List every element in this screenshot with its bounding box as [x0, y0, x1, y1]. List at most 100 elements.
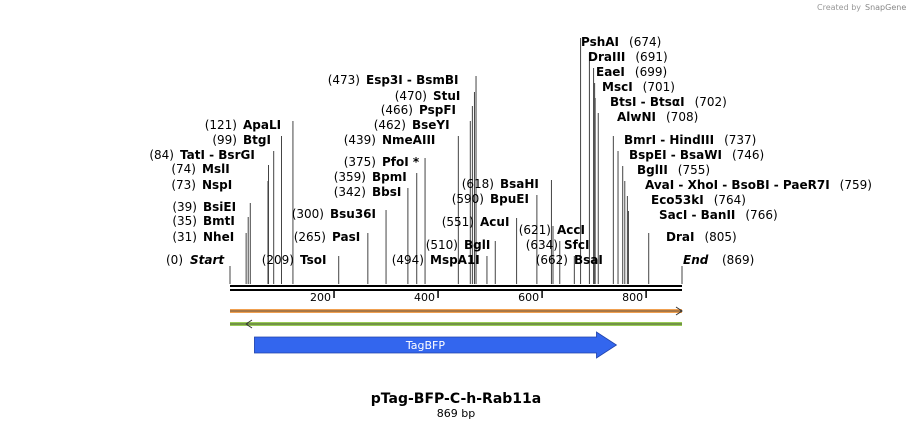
site-label[interactable]: AcuI(551) [442, 215, 510, 229]
feature-arrow[interactable]: TagBFP [254, 331, 618, 359]
site-label[interactable]: TatI - BsrGI(84) [149, 148, 254, 162]
site-name: BglII [637, 163, 668, 177]
site-label[interactable]: PfoI *(375) [344, 155, 420, 169]
site-name: BspEI - BsaWI [629, 148, 722, 162]
primer-arrowhead [245, 319, 253, 329]
end-label: Start [190, 253, 225, 267]
site-position: (702) [695, 95, 727, 109]
site-label[interactable]: PspFI (466) [381, 103, 456, 117]
site-label[interactable]: BmtI(35) [172, 214, 235, 228]
site-label[interactable]: AccI(621) [519, 223, 585, 237]
site-position: (708) [666, 110, 698, 124]
site-label[interactable]: Eco53kI(764) [651, 193, 746, 207]
site-name: BglI [464, 238, 490, 252]
site-label[interactable]: Esp3I - BsmBI(473) [328, 73, 459, 87]
site-position: (662) [536, 253, 568, 267]
site-position: (121) [205, 118, 237, 132]
site-label[interactable]: MspA1I(494) [392, 253, 480, 267]
site-label[interactable]: BbsI(342) [334, 185, 402, 199]
site-position: (73) [171, 178, 196, 192]
end-position: (0) [166, 253, 183, 267]
end-marker: (0) Start [166, 253, 231, 284]
site-position: (84) [149, 148, 174, 162]
site-label[interactable]: BsiEI(39) [172, 200, 236, 214]
site-name: PfoI * [382, 155, 420, 169]
site-position: (701) [643, 80, 675, 94]
site-label[interactable]: ApaLI (121) [205, 118, 281, 132]
site-label[interactable]: BspEI - BsaWI(746) [629, 148, 764, 162]
site-position: (674) [629, 35, 661, 49]
feature-arrow-shape [254, 331, 618, 359]
ruler-tick-label: 800 [622, 291, 643, 304]
site-position: (300) [292, 207, 324, 221]
site-label[interactable]: BsaHI (618) [462, 177, 539, 191]
site-label[interactable]: EaeI(699) [596, 65, 667, 79]
site-label[interactable]: BtsI - BtsαI (702) [610, 95, 727, 109]
site-position: (470) [395, 89, 427, 103]
ruler-tick-label: 200 [310, 291, 331, 304]
forward-primer-bar[interactable] [230, 306, 683, 316]
site-label[interactable]: MscI (701) [602, 80, 675, 94]
site-name: AcuI [480, 215, 509, 229]
site-position: (621) [519, 223, 551, 237]
site-label[interactable]: BmrI - HindIII(737) [624, 133, 756, 147]
site-label[interactable]: MslI(74) [171, 162, 229, 176]
site-position: (466) [381, 103, 413, 117]
site-label[interactable]: NmeAIII(439) [344, 133, 436, 147]
site-name: SfcI [564, 238, 589, 252]
site-labels: NheI (31) BmtI(35)BsiEI(39) NspI(73) MslI(74… [149, 35, 872, 267]
site-label[interactable]: SacI - BanII(766) [659, 208, 778, 222]
site-name: BtsI - BtsαI [610, 95, 685, 109]
site-name: MscI [602, 80, 633, 94]
site-label[interactable]: PshAI (674) [581, 35, 661, 49]
site-position: (473) [328, 73, 360, 87]
site-label[interactable]: DraI(805) [666, 230, 737, 244]
site-label[interactable]: BpuEI(590) [452, 192, 529, 206]
site-label[interactable]: AvaI - XhoI - BsoBI - PaeR7I(759) [645, 178, 872, 192]
site-position: (462) [374, 118, 406, 132]
site-name: PshAI [581, 35, 619, 49]
site-position: (805) [704, 230, 736, 244]
site-name: NheI [203, 230, 234, 244]
site-label[interactable]: BtgI(99) [212, 133, 271, 147]
site-label[interactable]: PasI(265) [294, 230, 360, 244]
site-label[interactable]: NspI(73) [171, 178, 232, 192]
site-name: BpmI [372, 170, 407, 184]
site-name: BsaI [574, 253, 603, 267]
site-label[interactable]: BglI(510) [426, 238, 491, 252]
site-label[interactable]: BseYI(462) [374, 118, 450, 132]
plasmid-name: pTag-BFP-C-h-Rab11a [371, 391, 541, 407]
site-name: BsaHI [500, 177, 539, 191]
site-position: (737) [724, 133, 756, 147]
site-name: Bsu36I [330, 207, 376, 221]
site-label[interactable]: BglII (755) [637, 163, 710, 177]
site-label[interactable]: AlwNI(708) [617, 110, 698, 124]
site-name: ApaLI [243, 118, 281, 132]
site-name: TsoI [300, 253, 326, 267]
site-name: PspFI [419, 103, 456, 117]
site-label[interactable]: Bsu36I (300) [292, 207, 376, 221]
feature-label: TagBFP [405, 339, 445, 352]
site-label[interactable]: BpmI(359) [334, 170, 407, 184]
site-label[interactable]: TsoI(209) [262, 253, 327, 267]
site-label[interactable]: BsaI (662) [536, 253, 603, 267]
site-position: (755) [678, 163, 710, 177]
end-position: (869) [722, 253, 754, 267]
site-position: (99) [212, 133, 237, 147]
site-label[interactable]: SfcI(634) [526, 238, 590, 252]
site-name: BbsI [372, 185, 401, 199]
site-label[interactable]: DraIII(691) [588, 50, 668, 64]
site-name: NmeAIII [382, 133, 435, 147]
site-lines [245, 38, 650, 284]
reverse-primer-bar[interactable] [230, 319, 682, 329]
site-position: (494) [392, 253, 424, 267]
site-position: (31) [172, 230, 197, 244]
site-label[interactable]: StuI(470) [395, 89, 461, 103]
site-name: PasI [332, 230, 360, 244]
primer-arrowhead [675, 306, 683, 316]
site-label[interactable]: NheI (31) [172, 230, 234, 244]
site-position: (618) [462, 177, 494, 191]
